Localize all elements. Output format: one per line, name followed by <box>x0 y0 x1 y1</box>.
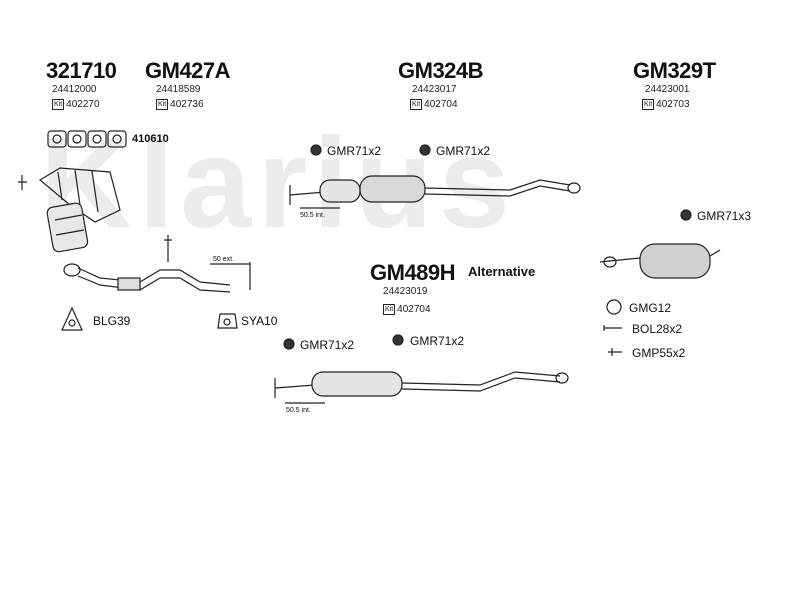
clamp-label: GMR71x2 <box>300 338 355 352</box>
part-code-321710: 321710 <box>46 58 117 83</box>
blg-label: BLG39 <box>93 314 131 328</box>
kit-value: 402736 <box>170 98 204 110</box>
gmp-label: GMP55x2 <box>632 346 686 360</box>
gasket-part-label: 410610 <box>132 133 169 145</box>
part-code-gm489h: GM489H <box>370 260 456 285</box>
kit-tag: Kit <box>156 99 169 110</box>
clamp-icon <box>680 209 692 221</box>
clamp-label: GMR71x2 <box>410 334 465 348</box>
oe-number: 24412000 <box>52 84 97 95</box>
part-code-gm324b: GM324B <box>398 58 484 83</box>
oe-number: 24423001 <box>645 84 690 95</box>
kit-tag: Kit <box>410 99 423 110</box>
kit-value: 402703 <box>656 98 690 110</box>
gmg-label: GMG12 <box>629 301 672 315</box>
kit-value: 402704 <box>397 303 431 315</box>
sya-label: SYA10 <box>241 314 278 328</box>
oe-number: 24423017 <box>412 84 457 95</box>
rubber-mount-icon <box>217 313 238 329</box>
brand-watermark: Klarius <box>40 112 516 255</box>
alternative-label: Alternative <box>468 264 536 279</box>
gasket-hole <box>68 319 76 327</box>
bolt-label: BOL28x2 <box>632 322 683 336</box>
dimension-label: 50.5 int. <box>286 407 311 414</box>
dimension-label: 50.5 int. <box>300 212 325 219</box>
oe-number: 24423019 <box>383 286 428 297</box>
clamp-label: GMR71x2 <box>436 144 491 158</box>
kit-tag: Kit <box>642 99 655 110</box>
centre-silencer-icon <box>289 175 581 209</box>
mount-pin-icon <box>608 348 622 356</box>
gasket-icon <box>61 306 83 331</box>
ring-icon <box>606 299 622 315</box>
kit-tag: Kit <box>52 99 65 110</box>
part-code-gm329t: GM329T <box>633 58 716 83</box>
bolt-icon <box>603 325 622 331</box>
dimension-label: 50 ext. <box>213 256 235 263</box>
clamp-icon <box>392 334 404 346</box>
manifold-catalyst-icon <box>18 167 121 253</box>
front-pipe-icon <box>63 235 251 293</box>
alternative-pipe-icon <box>274 371 569 404</box>
clamp-icon <box>310 144 322 156</box>
clamp-label: GMR71x2 <box>327 144 382 158</box>
oe-number: 24418589 <box>156 84 201 95</box>
kit-value: 402704 <box>424 98 458 110</box>
part-code-gm427a: GM427A <box>145 58 231 83</box>
manifold-gasket-icon <box>47 130 127 148</box>
clamp-label: GMR71x3 <box>697 209 752 223</box>
rubber-mount-hole <box>223 318 231 326</box>
clamp-icon <box>283 338 295 350</box>
rear-silencer-icon <box>599 243 721 279</box>
clamp-icon <box>419 144 431 156</box>
kit-tag: Kit <box>383 304 396 315</box>
kit-value: 402270 <box>66 98 100 110</box>
